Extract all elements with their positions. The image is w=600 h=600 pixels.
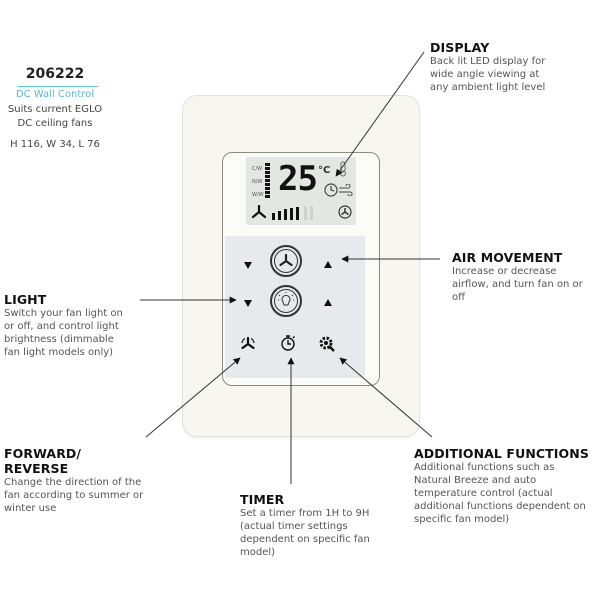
forward-reverse-button[interactable]	[240, 336, 256, 352]
fan-direction-icon	[338, 205, 352, 219]
product-name: DC Wall Control	[15, 89, 95, 100]
fan-speed-down-button[interactable]	[244, 262, 252, 269]
callout-air-movement: AIR MOVEMENT Increase or decrease airflo…	[452, 250, 600, 304]
clock-icon	[324, 183, 338, 197]
fan-icon	[279, 253, 293, 267]
additional-functions-button[interactable]	[318, 335, 336, 353]
fan-speed-up-button[interactable]	[324, 261, 332, 268]
callout-title: ADDITIONAL FUNCTIONS	[414, 446, 589, 461]
product-description: Suits current EGLO DC ceiling fans	[7, 104, 103, 129]
light-power-button[interactable]	[270, 285, 302, 317]
callout-additional-functions: ADDITIONAL FUNCTIONS Additional function…	[414, 446, 600, 526]
callout-text: Back lit LED display for wide angle view…	[430, 56, 546, 93]
callout-title: FORWARD/ REVERSE	[4, 446, 82, 476]
callout-text: Switch your fan light on or off, and con…	[4, 308, 123, 358]
model-divider	[18, 86, 98, 87]
lcd-display: C/W N/W W/W	[246, 157, 356, 225]
callout-text: Increase or decrease airflow, and turn f…	[452, 266, 583, 303]
product-dimensions: H 116, W 34, L 76	[10, 139, 100, 150]
color-temp-bar	[265, 163, 270, 199]
color-label-ww: W/W	[252, 192, 264, 198]
callout-forward-reverse: FORWARD/ REVERSE Change the direction of…	[4, 446, 149, 515]
light-dim-down-button[interactable]	[244, 300, 252, 307]
callout-light: LIGHT Switch your fan light on or off, a…	[4, 292, 134, 359]
color-label-cw: C/W	[252, 166, 263, 172]
timer-button[interactable]	[280, 334, 296, 352]
callout-title: LIGHT	[4, 292, 47, 307]
callout-text: Set a timer from 1H to 9H (actual timer …	[240, 508, 370, 558]
callout-title: TIMER	[240, 492, 285, 507]
callout-text: Additional functions such as Natural Bre…	[414, 462, 586, 525]
color-label-nw: N/W	[252, 179, 263, 185]
temperature-unit: °C	[318, 165, 331, 176]
callout-title: AIR MOVEMENT	[452, 250, 563, 265]
light-bulb-icon	[278, 292, 294, 306]
callout-text: Change the direction of the fan accordin…	[4, 477, 144, 514]
breeze-icon	[339, 184, 353, 196]
fan-icon	[251, 205, 267, 219]
callout-display: DISPLAY Back lit LED display for wide an…	[430, 40, 600, 94]
fan-power-button[interactable]	[270, 245, 302, 277]
light-dim-up-button[interactable]	[324, 299, 332, 306]
callout-timer: TIMER Set a timer from 1H to 9H (actual …	[240, 492, 380, 559]
temperature-readout: 25	[278, 159, 318, 199]
callout-title: DISPLAY	[430, 40, 490, 55]
model-number: 206222	[25, 66, 85, 82]
